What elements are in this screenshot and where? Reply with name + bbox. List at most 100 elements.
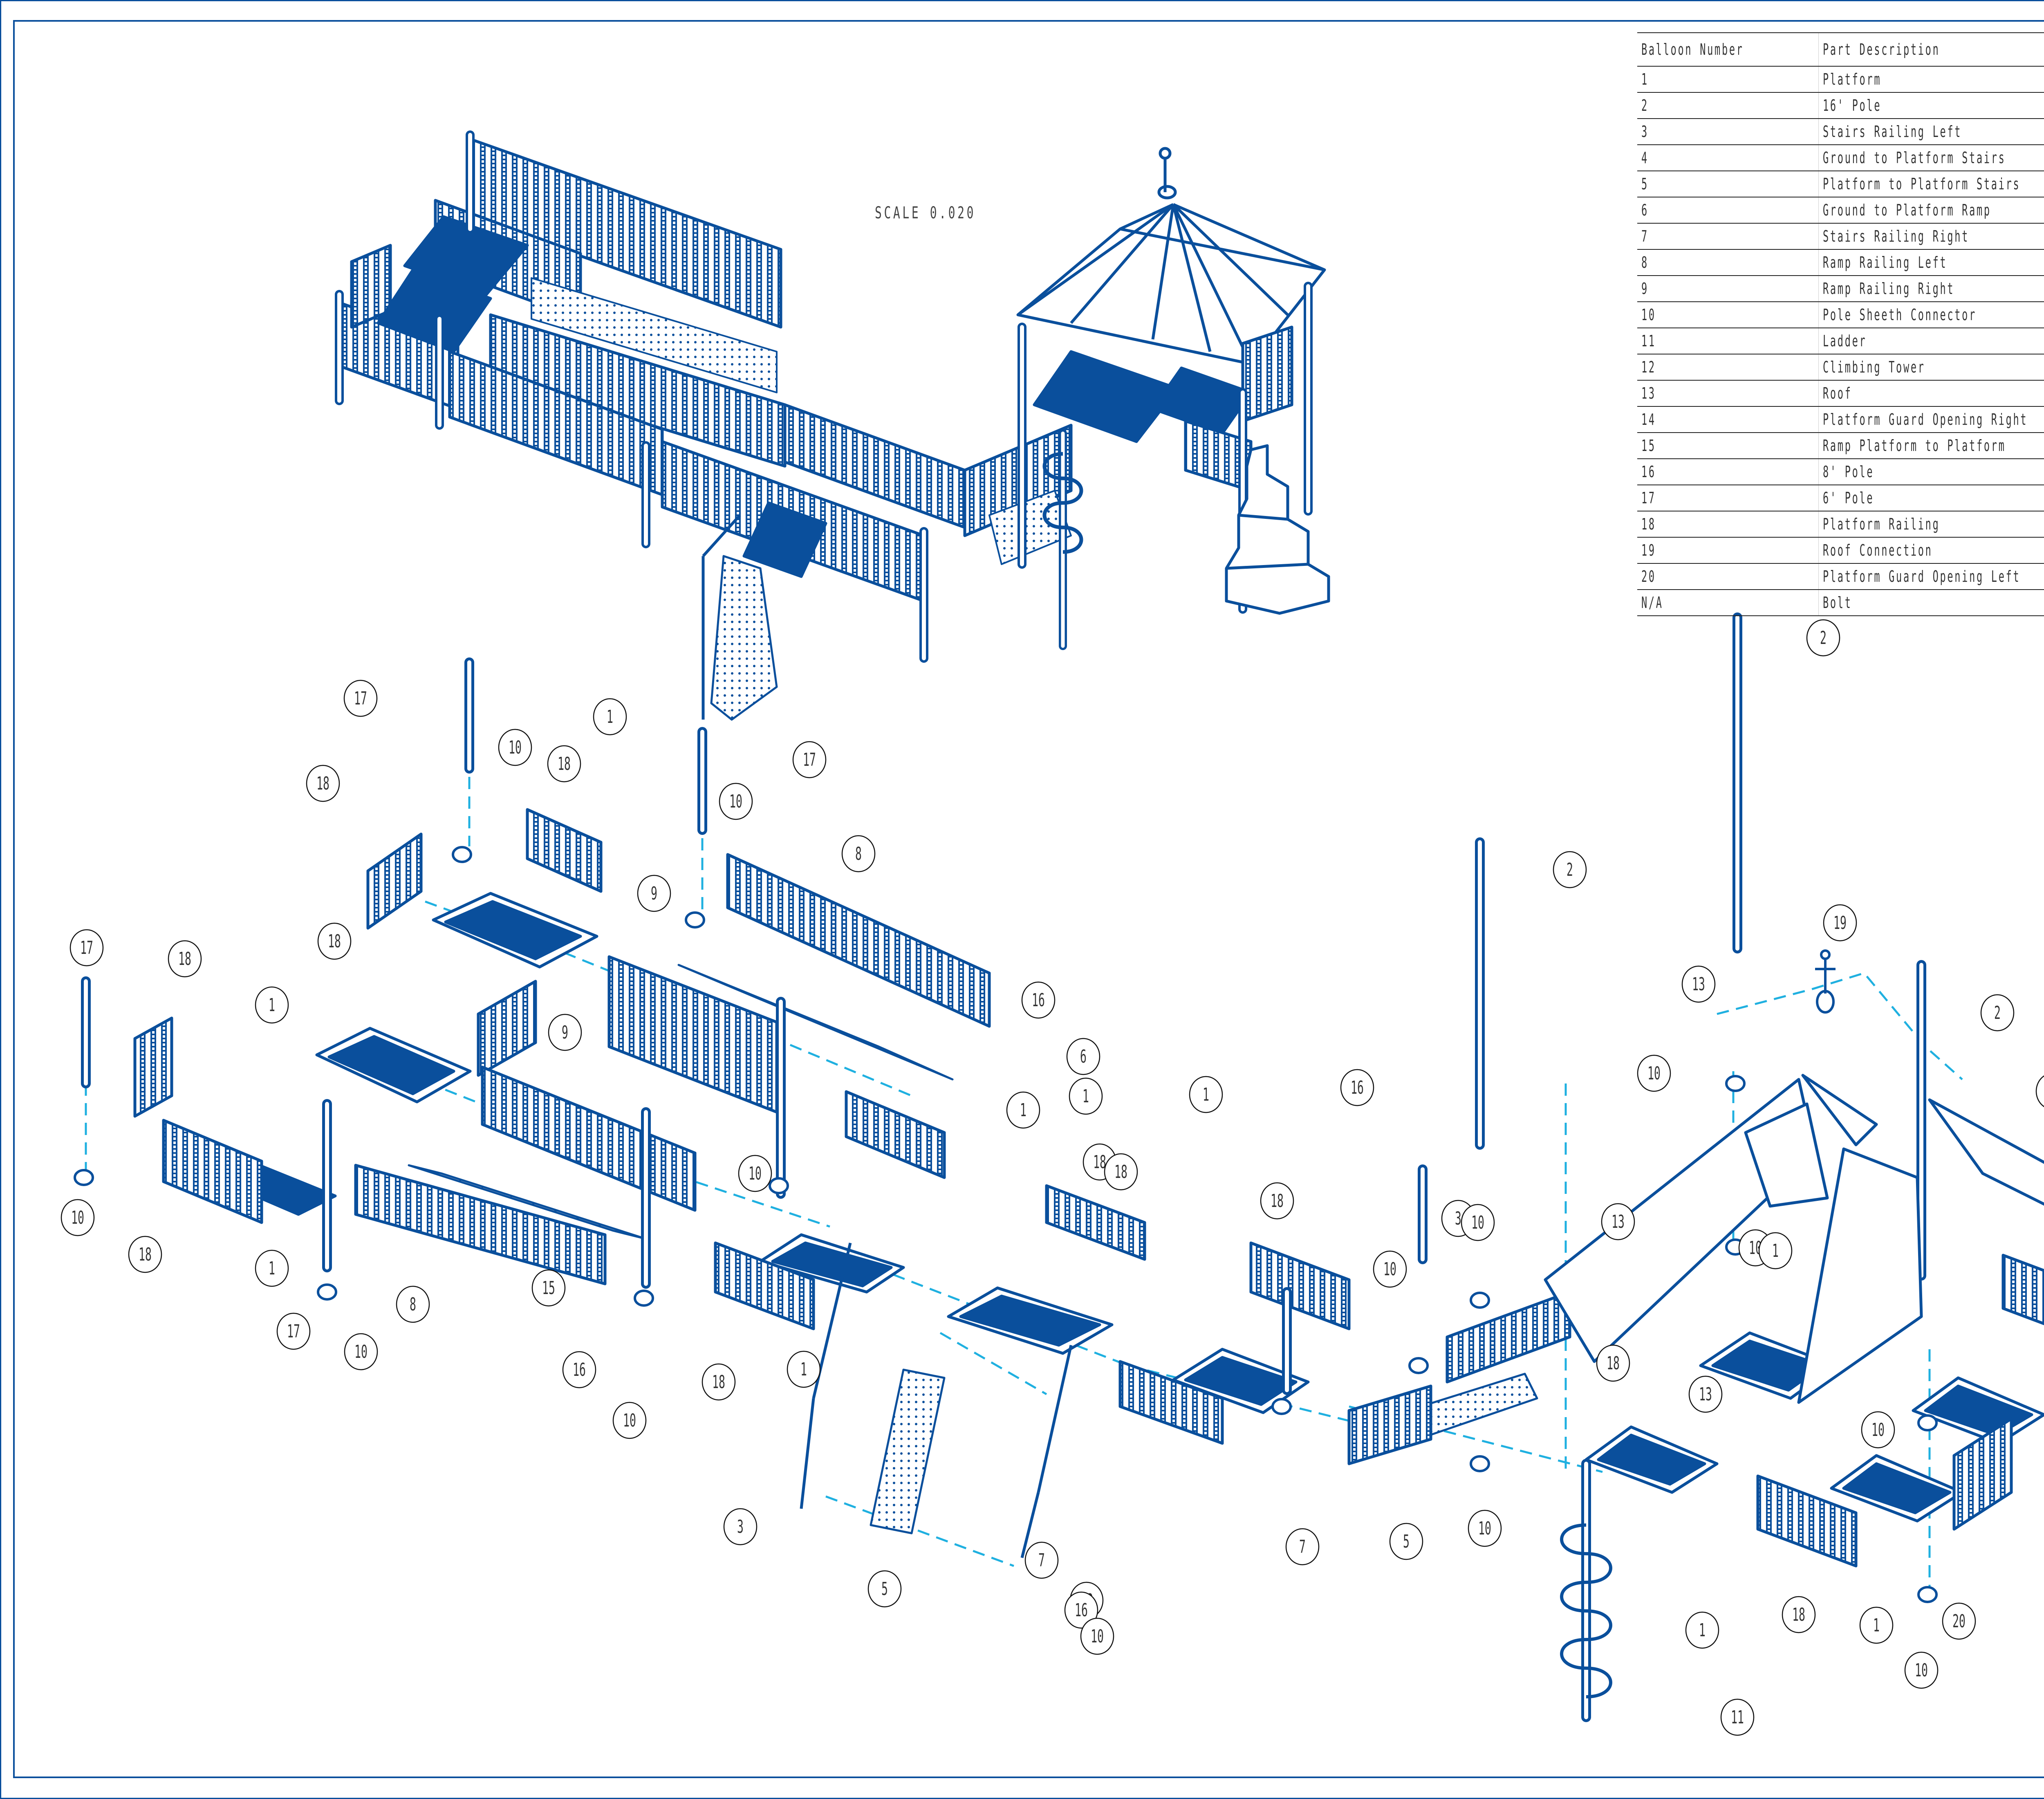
bom-row: 1PlatformPF00110NoPlastic110: [1637, 66, 2044, 93]
bom-header-part-description: Part Description: [1818, 32, 2044, 67]
balloon-13: 13: [1601, 1203, 1635, 1240]
svg-text:10: 10: [749, 1163, 762, 1184]
balloon-1: 1: [1006, 1091, 1040, 1129]
svg-text:18: 18: [1792, 1604, 1805, 1625]
svg-text:18: 18: [328, 931, 341, 952]
svg-text:10: 10: [623, 1410, 636, 1431]
svg-text:20: 20: [1952, 1611, 1966, 1632]
svg-text:10: 10: [1383, 1258, 1396, 1280]
balloon-11: 11: [1720, 1698, 1755, 1736]
balloon-7: 7: [1285, 1528, 1320, 1566]
balloon-1: 1: [1758, 1232, 1793, 1270]
balloon-10: 10: [1861, 1411, 1895, 1449]
balloon-9: 9: [637, 875, 671, 912]
balloon-16: 16: [1340, 1069, 1374, 1106]
bom-cell-part-description: Climbing Tower: [1818, 354, 2044, 381]
balloon-18: 18: [306, 765, 340, 802]
svg-text:18: 18: [178, 948, 191, 969]
bom-cell-balloon-number: 13: [1637, 380, 1819, 407]
svg-text:8: 8: [410, 1294, 416, 1315]
svg-text:18: 18: [1607, 1353, 1620, 1374]
balloon-18: 18: [317, 922, 352, 960]
svg-text:10: 10: [729, 791, 742, 812]
balloon-6: 6: [1066, 1038, 1100, 1075]
balloon-17: 17: [276, 1312, 311, 1350]
balloon-10: 10: [1904, 1651, 1939, 1689]
balloon-10: 10: [498, 729, 532, 766]
svg-text:15: 15: [542, 1277, 555, 1299]
balloon-9: 9: [548, 1014, 582, 1051]
balloon-5: 5: [1389, 1523, 1423, 1560]
bom-row: N/ABoltAB001141YesSteelN/A: [1637, 590, 2044, 616]
bom-cell-part-description: 6' Pole: [1818, 485, 2044, 511]
bom-row: 176' PolePF01711NoSteel593.3: [1637, 485, 2044, 511]
balloon-7: 7: [1024, 1541, 1059, 1579]
bom-row: 216' PolePF0024NoSteel1559: [1637, 92, 2044, 119]
svg-text:10: 10: [1871, 1419, 1885, 1440]
balloon-13: 13: [1681, 965, 1716, 1003]
bom-cell-part-description: Ramp Railing Right: [1818, 276, 2044, 302]
svg-text:18: 18: [1114, 1161, 1127, 1182]
balloon-18: 18: [702, 1363, 736, 1401]
bom-cell-part-description: Stairs Railing Left: [1818, 119, 2044, 145]
roof-panels: [1544, 1074, 2044, 1404]
balloon-18: 18: [1104, 1153, 1138, 1191]
balloon-15: 15: [531, 1269, 566, 1307]
svg-text:13: 13: [1699, 1384, 1712, 1405]
svg-text:10: 10: [1915, 1660, 1928, 1681]
svg-text:10: 10: [1647, 1063, 1661, 1084]
balloon-1: 1: [593, 698, 627, 736]
svg-text:13: 13: [1692, 974, 1705, 995]
svg-text:1: 1: [269, 1258, 275, 1279]
bom-cell-part-description: Pole Sheeth Connector: [1818, 302, 2044, 328]
bom-body: 1PlatformPF00110NoPlastic110216' PolePF0…: [1637, 66, 2044, 616]
balloon-5: 5: [867, 1570, 902, 1608]
svg-text:10: 10: [1471, 1212, 1484, 1233]
svg-text:18: 18: [139, 1244, 152, 1265]
svg-text:1: 1: [1020, 1099, 1026, 1121]
balloon-13: 13: [2035, 1075, 2044, 1107]
balloon-10: 10: [1373, 1250, 1407, 1288]
svg-text:8: 8: [855, 843, 862, 864]
bom-cell-balloon-number: 12: [1637, 354, 1819, 381]
svg-text:1: 1: [1203, 1084, 1209, 1105]
bom-cell-balloon-number: 15: [1637, 433, 1819, 459]
balloon-2: 2: [1553, 851, 1587, 888]
bom-cell-balloon-number: 9: [1637, 276, 1819, 302]
svg-text:1: 1: [269, 994, 275, 1016]
bom-cell-balloon-number: 3: [1637, 119, 1819, 145]
svg-text:1: 1: [1772, 1240, 1779, 1261]
balloon-18: 18: [1083, 1143, 1117, 1181]
bom-header-balloon-number: Balloon Number: [1637, 32, 1819, 67]
bom-cell-balloon-number: 18: [1637, 511, 1819, 538]
bom-cell-part-description: Roof: [1818, 380, 2044, 407]
bill-of-materials-table: Balloon Number Part Description Part Num…: [1637, 32, 2044, 616]
balloon-8: 8: [841, 835, 876, 873]
bom-cell-balloon-number: 11: [1637, 328, 1819, 354]
pole-connectors: [74, 846, 1938, 1603]
bom-cell-balloon-number: 16: [1637, 459, 1819, 485]
balloon-17: 17: [69, 929, 104, 967]
balloon-1: 1: [787, 1350, 821, 1388]
svg-text:18: 18: [1093, 1151, 1106, 1173]
balloon-1: 1: [1189, 1076, 1223, 1113]
bom-cell-balloon-number: N/A: [1637, 590, 1819, 616]
bom-cell-balloon-number: 10: [1637, 302, 1819, 328]
svg-text:1: 1: [1083, 1086, 1089, 1107]
poles: [81, 612, 1926, 1722]
balloon-17: 17: [792, 741, 827, 778]
svg-text:17: 17: [803, 749, 816, 770]
bom-cell-part-description: Platform: [1818, 66, 2044, 93]
svg-text:10: 10: [1478, 1518, 1491, 1539]
svg-text:10: 10: [71, 1207, 84, 1228]
balloon-10: 10: [61, 1199, 95, 1236]
